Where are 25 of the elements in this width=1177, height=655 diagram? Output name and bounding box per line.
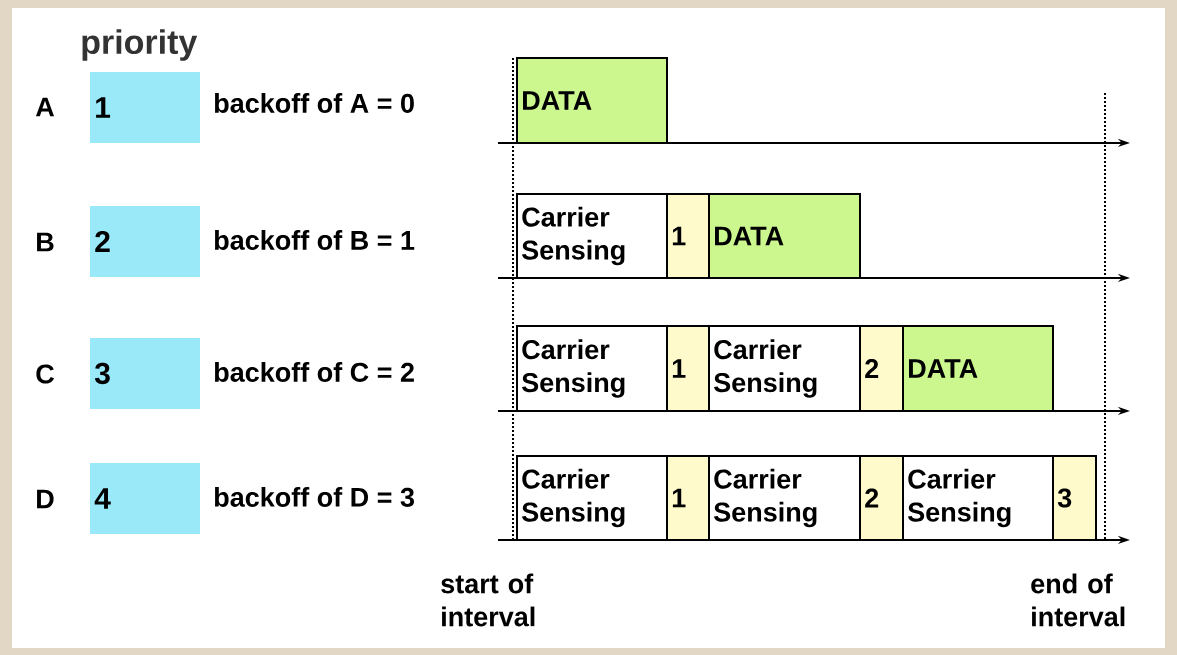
interval-label: start of interval — [441, 573, 535, 627]
row-letter: A — [35, 97, 55, 117]
backoff-slot-box: 1 — [666, 193, 710, 279]
priority-box: 1 — [90, 72, 200, 143]
carrier-sensing-box: Carrier Sensing — [708, 455, 861, 541]
carrier-sensing-box: Carrier Sensing — [902, 455, 1054, 541]
row-letter: D — [37, 489, 54, 509]
interval-label: end of interval — [1031, 573, 1125, 627]
row-letter: B — [37, 232, 54, 252]
carrier-sensing-box: Carrier Sensing — [708, 325, 861, 412]
data-box: DATA — [708, 193, 861, 279]
priority-box: 4 — [90, 463, 200, 534]
data-box: DATA — [516, 57, 668, 144]
backoff-slot-box: 3 — [1052, 455, 1097, 541]
backoff-slot-box: 1 — [666, 325, 710, 412]
priority-box: 2 — [90, 206, 200, 277]
row-letter: C — [36, 364, 54, 384]
carrier-sensing-box: Carrier Sensing — [516, 455, 668, 541]
data-box: DATA — [902, 325, 1054, 412]
priority-box: 3 — [90, 338, 200, 409]
carrier-sensing-box: Carrier Sensing — [516, 193, 668, 279]
backoff-slot-box: 1 — [666, 455, 710, 541]
backoff-slot-box: 2 — [859, 325, 904, 412]
backoff-slot-box: 2 — [859, 455, 904, 541]
carrier-sensing-box: Carrier Sensing — [516, 325, 668, 412]
